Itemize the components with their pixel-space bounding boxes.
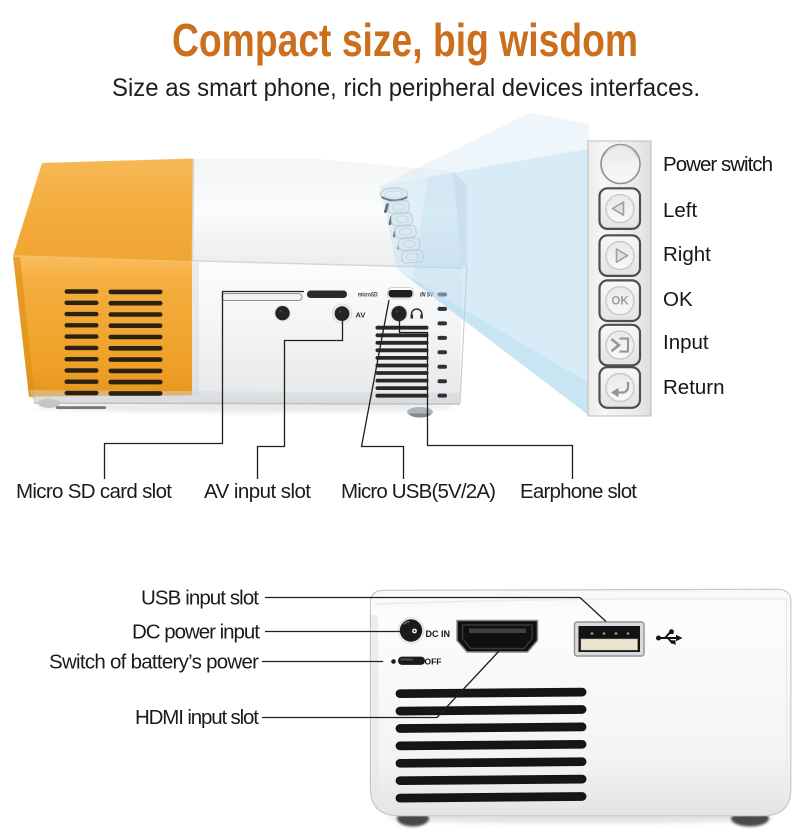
- svg-text:HDMI input slot: HDMI input slot: [135, 706, 259, 729]
- svg-text:AV input slot: AV input slot: [204, 480, 311, 503]
- svg-text:Left: Left: [663, 199, 697, 222]
- svg-text:OK: OK: [663, 288, 693, 311]
- svg-text:Switch of battery’s power: Switch of battery’s power: [49, 651, 259, 674]
- svg-text:OK: OK: [611, 296, 629, 308]
- svg-text:DC power input: DC power input: [132, 621, 260, 644]
- svg-text:IN 5V: IN 5V: [420, 292, 434, 299]
- svg-text:microSD: microSD: [358, 293, 378, 299]
- svg-text:Power switch: Power switch: [663, 153, 773, 176]
- svg-text:Compact size, big wisdom: Compact size, big wisdom: [172, 14, 638, 66]
- svg-text:USB input slot: USB input slot: [141, 587, 259, 610]
- svg-text:Micro SD card slot: Micro SD card slot: [16, 480, 172, 503]
- svg-text:Earphone slot: Earphone slot: [520, 480, 637, 503]
- svg-text:AV: AV: [356, 311, 366, 320]
- svg-text:Return: Return: [663, 376, 725, 399]
- svg-text:Micro USB(5V/2A): Micro USB(5V/2A): [341, 480, 496, 503]
- svg-text:OFF: OFF: [425, 657, 442, 667]
- svg-text:Right: Right: [663, 243, 711, 266]
- svg-text:Size as smart phone, rich peri: Size as smart phone, rich peripheral dev…: [112, 74, 700, 102]
- svg-text:Input: Input: [663, 331, 709, 354]
- svg-text:DC IN: DC IN: [426, 629, 451, 639]
